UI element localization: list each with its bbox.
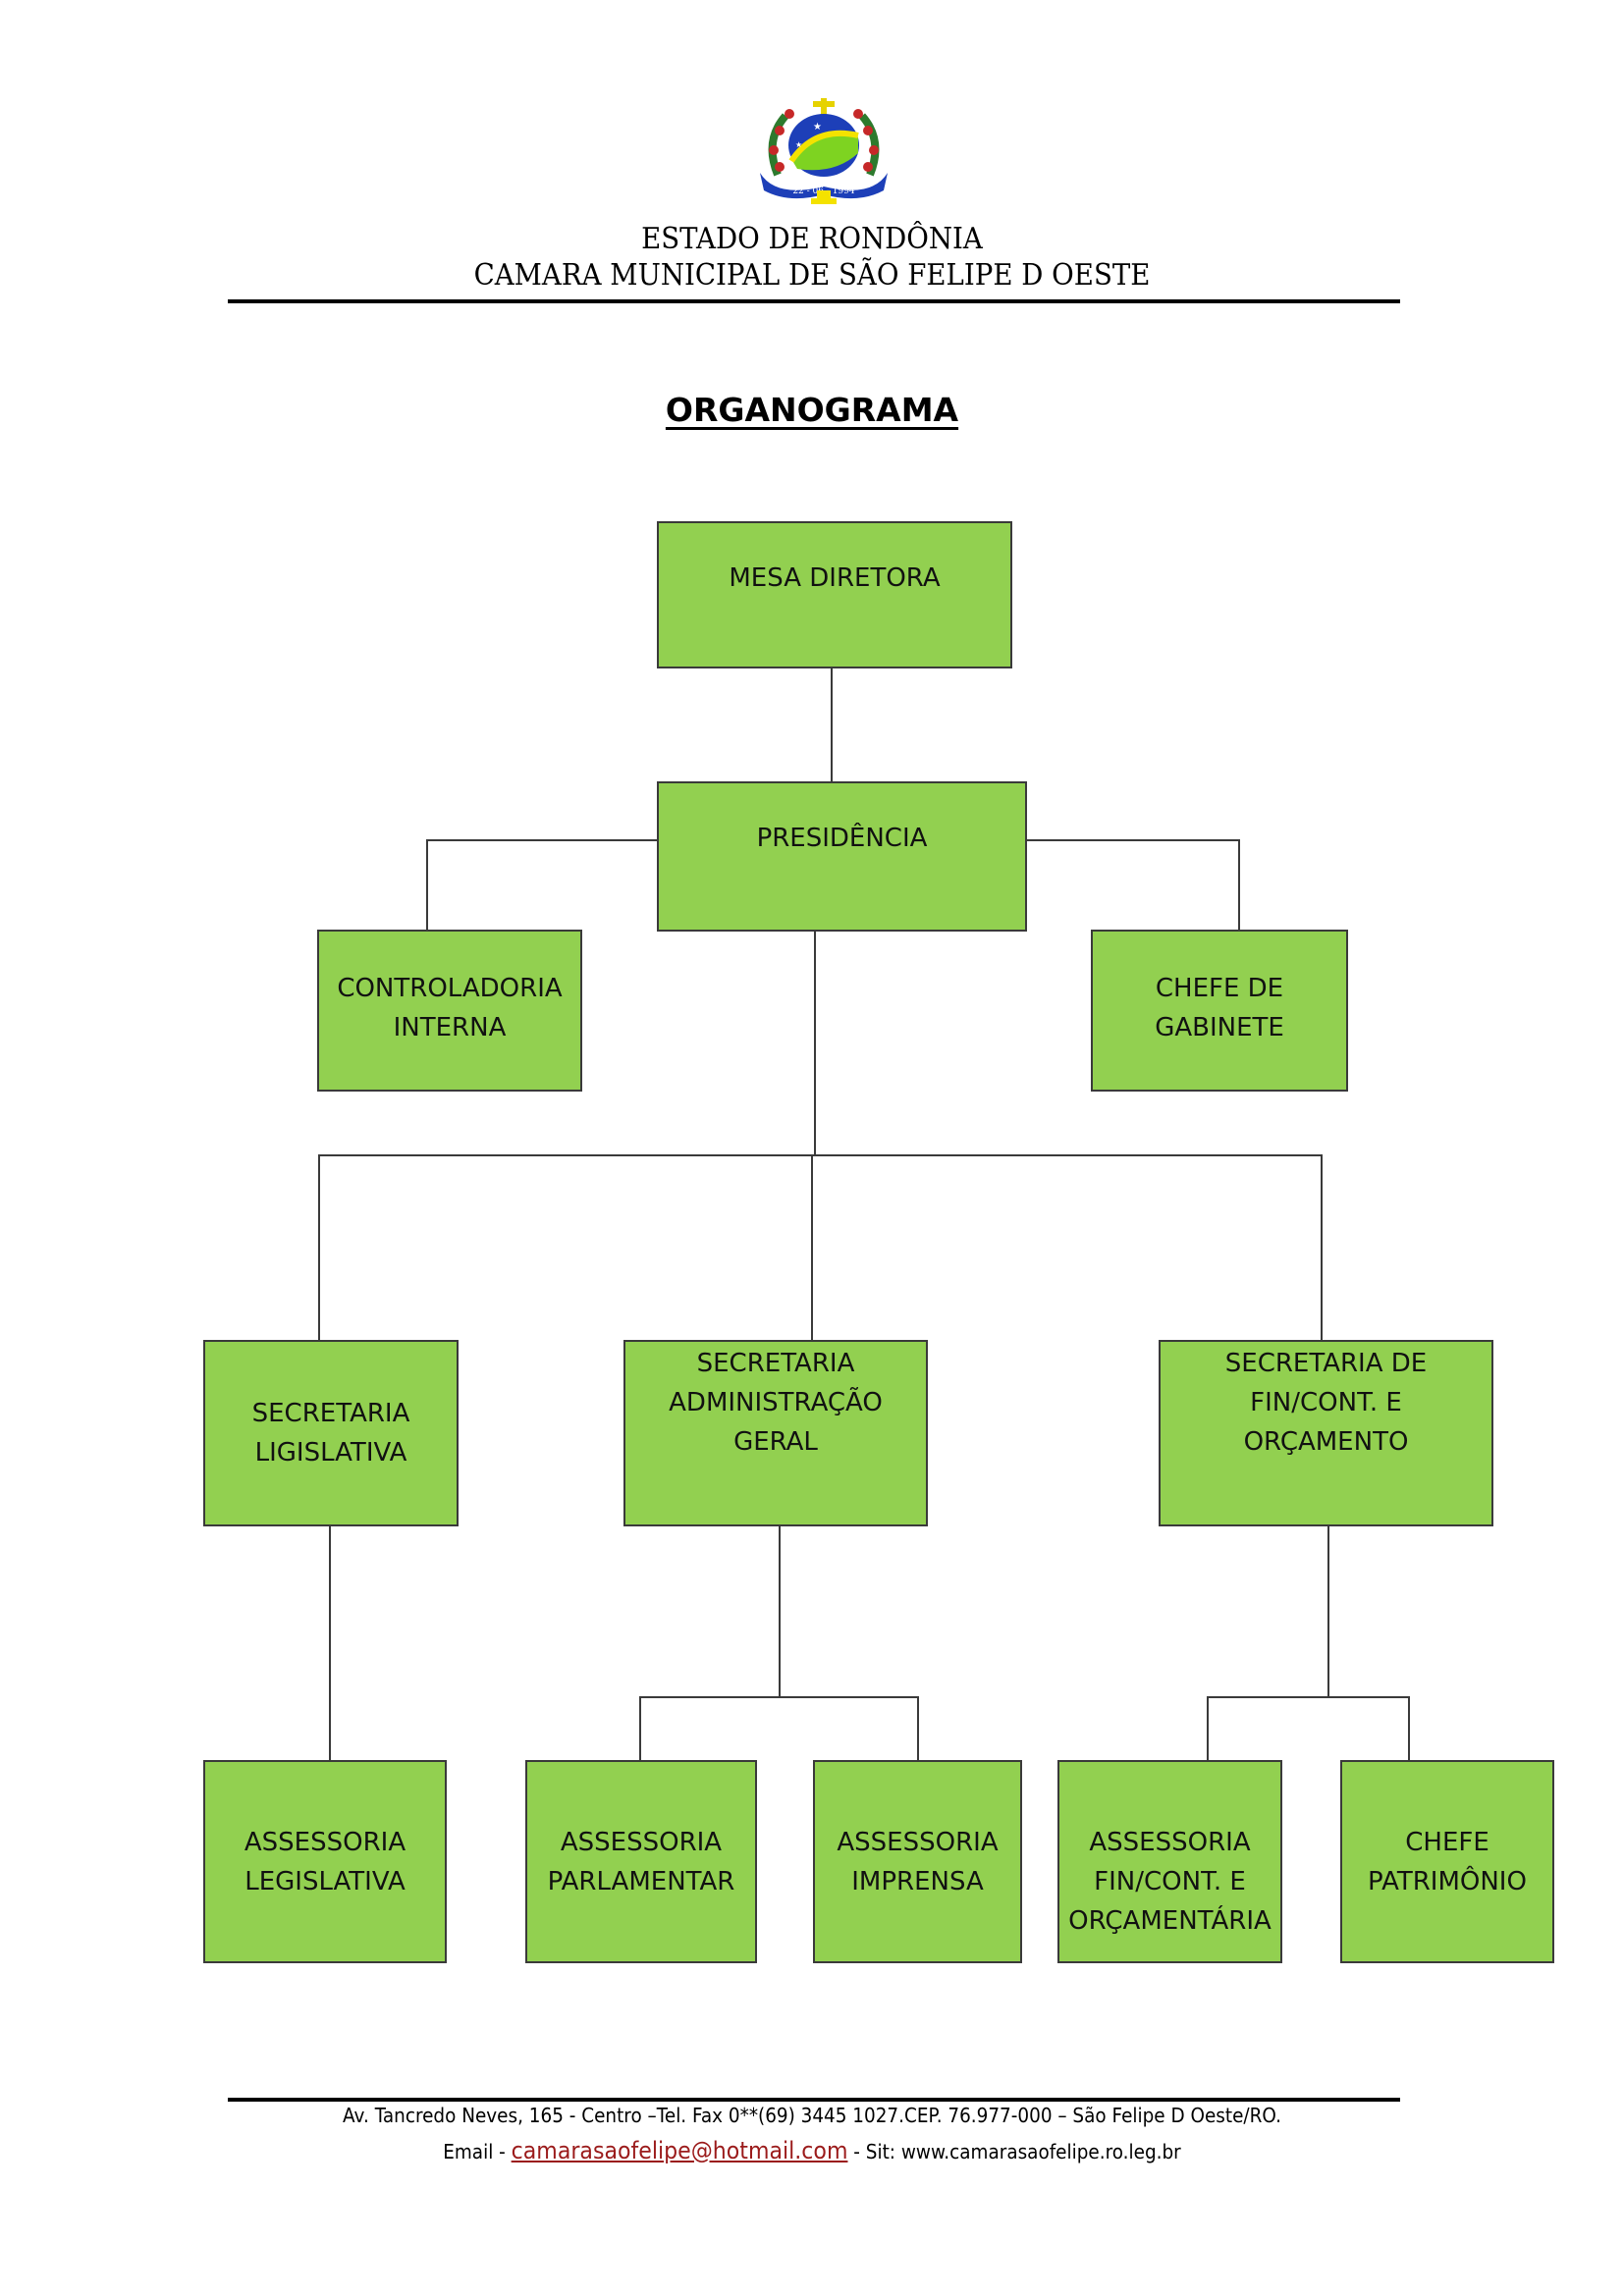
node-chefe-de-gabinete[interactable]: CHEFE DE GABINETE	[1091, 930, 1348, 1092]
header-state: ESTADO DE RONDÔNIA	[641, 222, 983, 256]
node-assessoria-parlamentar[interactable]: ASSESSORIA PARLAMENTAR	[525, 1760, 757, 1963]
footer-address: Av. Tancredo Neves, 165 - Centro –Tel. F…	[343, 2104, 1281, 2127]
connector-ass-parlamentar	[639, 1696, 641, 1761]
connector-presidencia-left	[426, 839, 658, 841]
node-label: SECRETARIA ADMINISTRAÇÃO GERAL	[669, 1349, 883, 1457]
connector-sec-legislativa	[318, 1154, 320, 1341]
connector-controladoria	[426, 839, 428, 931]
node-secretaria-fin-cont-orcamento[interactable]: SECRETARIA DE FIN/CONT. E ORÇAMENTO	[1159, 1340, 1493, 1526]
node-label: CHEFE DE GABINETE	[1155, 974, 1284, 1042]
connector-chefe-gabinete	[1238, 839, 1240, 931]
connector-mesa-presidencia	[831, 667, 833, 781]
node-label: ASSESSORIA IMPRENSA	[837, 1828, 999, 1896]
connector-presidencia-right	[1026, 839, 1240, 841]
node-controladoria-interna[interactable]: CONTROLADORIA INTERNA	[317, 930, 582, 1092]
node-label: SECRETARIA DE FIN/CONT. E ORÇAMENTO	[1224, 1349, 1428, 1457]
footer-divider	[228, 2098, 1400, 2102]
connector-admin-down	[779, 1525, 781, 1697]
svg-text:★: ★	[795, 140, 802, 149]
email-label: Email -	[443, 2140, 512, 2163]
node-presidencia[interactable]: PRESIDÊNCIA	[657, 781, 1027, 932]
node-label: ASSESSORIA LEGISLATIVA	[244, 1828, 406, 1896]
node-secretaria-administracao-geral[interactable]: SECRETARIA ADMINISTRAÇÃO GERAL	[623, 1340, 928, 1526]
node-label: SECRETARIA LIGISLATIVA	[251, 1399, 410, 1468]
node-label: CONTROLADORIA INTERNA	[337, 974, 563, 1042]
node-label: ASSESSORIA FIN/CONT. E ORÇAMENTÁRIA	[1068, 1828, 1272, 1936]
footer-contact: Email - camarasaofelipe@hotmail.com - Si…	[65, 2137, 1559, 2164]
footer-separator: -	[847, 2140, 866, 2163]
node-mesa-diretora[interactable]: MESA DIRETORA	[657, 521, 1012, 668]
page-title: ORGANOGRAMA	[0, 391, 1624, 429]
node-assessoria-legislativa[interactable]: ASSESSORIA LEGISLATIVA	[203, 1760, 447, 1963]
coat-of-arms-icon: ★ ★ 22 - 06 - 1994	[760, 98, 888, 204]
node-label: PRESIDÊNCIA	[756, 824, 928, 853]
site-text: Sit: www.camarasaofelipe.ro.leg.br	[865, 2140, 1181, 2163]
email-link[interactable]: camarasaofelipe@hotmail.com	[511, 2137, 848, 2164]
node-secretaria-legislativa[interactable]: SECRETARIA LIGISLATIVA	[203, 1340, 459, 1526]
node-label: MESA DIRETORA	[729, 563, 941, 593]
coat-of-arms-logo: ★ ★ 22 - 06 - 1994	[756, 96, 892, 206]
node-label: CHEFE PATRIMÔNIO	[1368, 1828, 1527, 1896]
connector-presidencia-down	[814, 931, 816, 1156]
svg-text:★: ★	[813, 122, 822, 133]
connector-ass-imprensa	[917, 1696, 919, 1761]
header-divider	[228, 299, 1400, 303]
node-label: ASSESSORIA PARLAMENTAR	[547, 1828, 735, 1896]
connector-fin-bar	[1207, 1696, 1410, 1698]
node-assessoria-fin-cont-orcamentaria[interactable]: ASSESSORIA FIN/CONT. E ORÇAMENTÁRIA	[1057, 1760, 1282, 1963]
node-chefe-patrimonio[interactable]: CHEFE PATRIMÔNIO	[1340, 1760, 1554, 1963]
connector-admin-bar	[639, 1696, 919, 1698]
header-chamber: CAMARA MUNICIPAL DE SÃO FELIPE D OESTE	[473, 258, 1151, 293]
connector-sec-admin	[811, 1154, 813, 1341]
connector-chefe-patrimonio	[1408, 1696, 1410, 1761]
connector-ass-legislativa	[329, 1525, 331, 1761]
connector-fin-down	[1327, 1525, 1329, 1697]
node-assessoria-imprensa[interactable]: ASSESSORIA IMPRENSA	[813, 1760, 1022, 1963]
connector-ass-fin	[1207, 1696, 1209, 1761]
connector-sec-fin	[1321, 1154, 1323, 1341]
page-title-text: ORGANOGRAMA	[665, 391, 959, 429]
connector-secretarias-bar	[318, 1154, 1323, 1156]
